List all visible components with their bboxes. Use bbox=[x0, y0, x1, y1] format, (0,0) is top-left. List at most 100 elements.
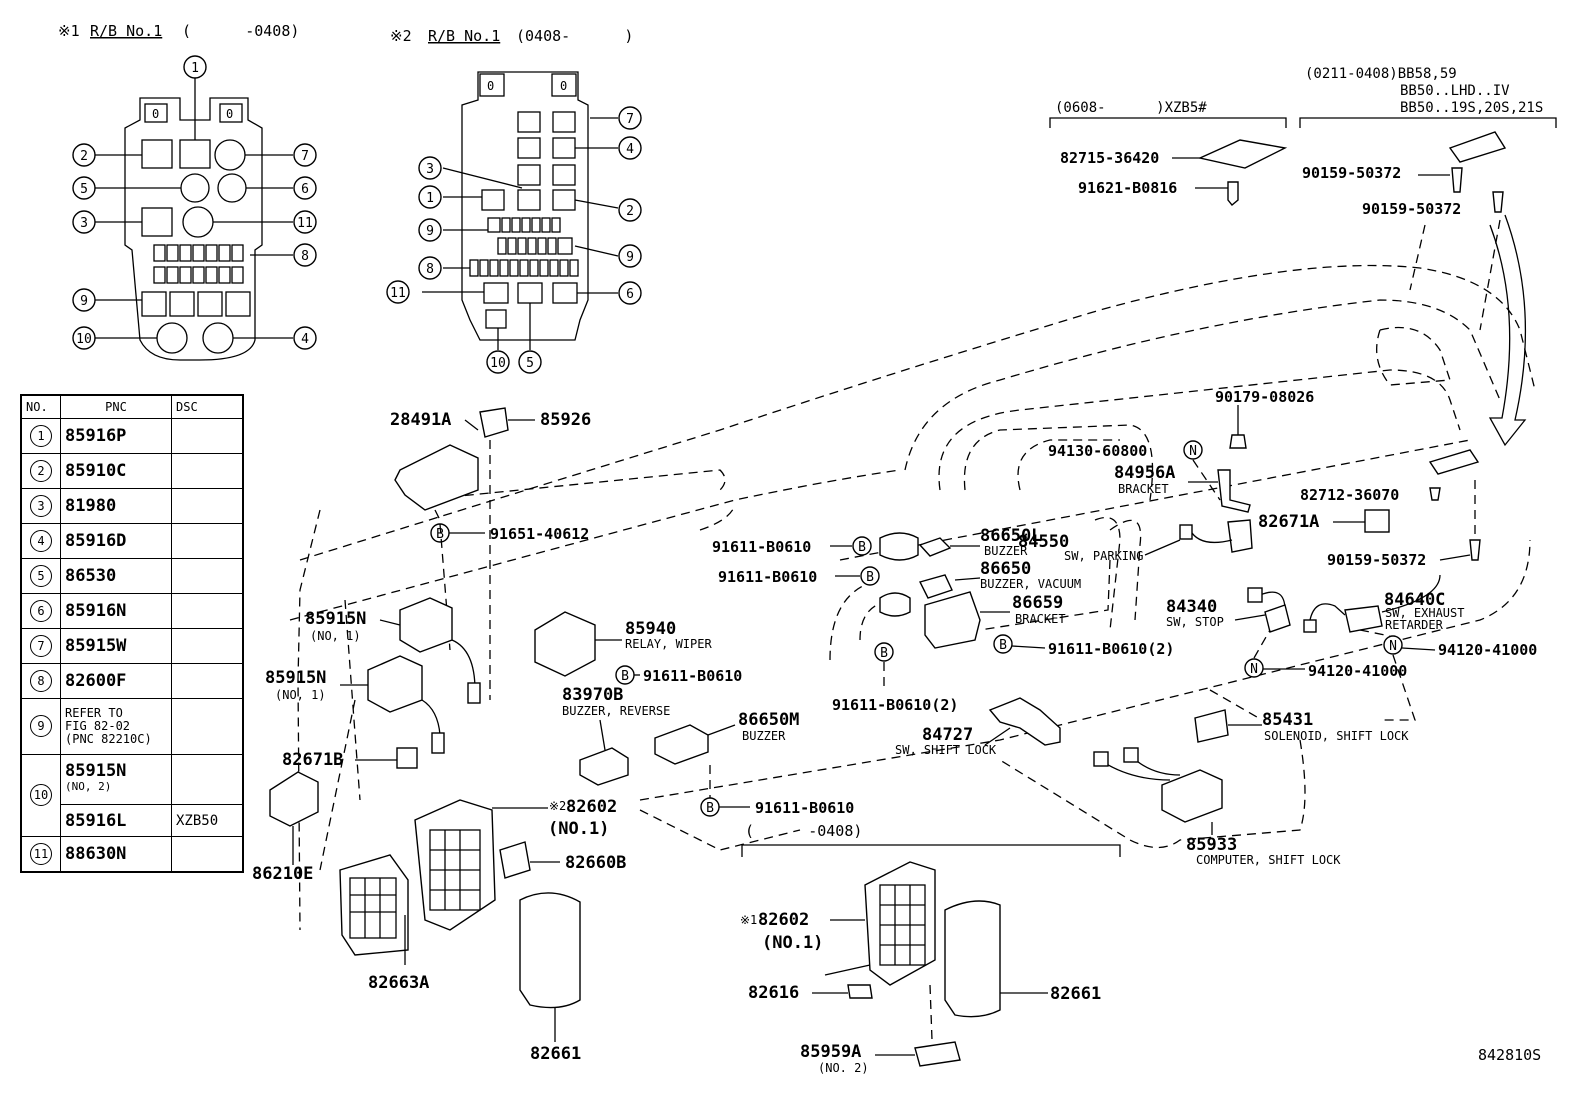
label-91611-e: 91611-B0610(2) bbox=[1048, 640, 1174, 658]
switch-84550 bbox=[1227, 519, 1253, 553]
label-84550: 84550 bbox=[1018, 532, 1069, 552]
row-number: 10 bbox=[30, 784, 52, 807]
part-86210E bbox=[269, 771, 319, 827]
col-no: NO. bbox=[21, 395, 61, 419]
label-90159-c: 90159-50372 bbox=[1327, 551, 1426, 569]
switch-84340 bbox=[1264, 604, 1291, 633]
marker-b-91611-d-letter: B bbox=[866, 570, 874, 585]
label-94120-a: 94120-41000 bbox=[1438, 641, 1537, 659]
label-85915N-b: 85915N bbox=[265, 668, 326, 688]
range-bb58: (0211-0408)BB58,59 bbox=[1305, 66, 1457, 82]
label-94130: 94130-60800 bbox=[1048, 442, 1147, 460]
table-row: 2 85910C bbox=[21, 452, 243, 489]
buzzer-86650L bbox=[879, 532, 919, 561]
cover-82661-b bbox=[944, 900, 1001, 1018]
part-82671A bbox=[1364, 509, 1390, 533]
marker-n-94120-b bbox=[1244, 658, 1264, 678]
marker-b-91651-letter: B bbox=[436, 527, 444, 542]
buzzer-86650 bbox=[879, 592, 911, 617]
row-dsc bbox=[171, 452, 243, 489]
label-91611-d: 91611-B0610 bbox=[718, 568, 817, 586]
label-91611-c: 91611-B0610 bbox=[712, 538, 811, 556]
table-row: 10 85915N (NO, 2) bbox=[21, 753, 243, 838]
marker-b-91611-f bbox=[874, 642, 894, 662]
label-86650: 86650 bbox=[980, 559, 1031, 579]
row-number: 4 bbox=[30, 529, 52, 552]
label-28491A: 28491A bbox=[390, 410, 451, 430]
col-dsc: DSC bbox=[171, 395, 243, 419]
table-row: 8 82600F bbox=[21, 662, 243, 699]
rb2-callout-6: 6 bbox=[626, 287, 634, 302]
part-82671B bbox=[396, 747, 418, 769]
label-84640C-desc1: SW, EXHAUST bbox=[1385, 606, 1464, 620]
row-dsc bbox=[171, 697, 243, 755]
bracket-upper-right bbox=[1448, 131, 1507, 163]
rb1-callout-5: 5 bbox=[80, 182, 88, 197]
label-84956A-desc: BRACKET bbox=[1118, 482, 1169, 496]
bracket-86659 bbox=[924, 591, 981, 649]
bolt-91621 bbox=[1227, 181, 1239, 206]
label-82660B: 82660B bbox=[565, 853, 626, 873]
label-90159-b: 90159-50372 bbox=[1362, 200, 1461, 218]
label-82616: 82616 bbox=[748, 983, 799, 1003]
switch-84727 bbox=[988, 697, 1061, 746]
row-pnc: 85916P bbox=[60, 418, 172, 454]
row-pnc: 85915W bbox=[60, 627, 172, 664]
rb2-callout-4: 4 bbox=[626, 142, 634, 157]
label-82602-no1: 82602 bbox=[758, 910, 809, 930]
label-83970B: 83970B bbox=[562, 685, 623, 705]
rb1-zero-right: 0 bbox=[226, 107, 233, 121]
label-82661-a: 82661 bbox=[530, 1044, 581, 1064]
label-85940: 85940 bbox=[625, 619, 676, 639]
label-85940-desc: RELAY, WIPER bbox=[625, 637, 712, 651]
connector-85933-a bbox=[1093, 751, 1109, 767]
label-83970B-desc: BUZZER, REVERSE bbox=[562, 704, 670, 718]
dashboard-outline bbox=[289, 264, 1536, 931]
connector-84640C bbox=[1303, 619, 1317, 633]
row-pnc: 82600F bbox=[60, 662, 172, 699]
range-bb50-lhd: BB50..LHD..IV bbox=[1400, 83, 1510, 99]
label-86659: 86659 bbox=[1012, 593, 1063, 613]
marker-b-91611-c bbox=[852, 536, 872, 556]
rb1-callout-4: 4 bbox=[301, 332, 309, 347]
junction-block-82602-no2 bbox=[414, 799, 496, 931]
row-pnc: 88630N bbox=[60, 836, 172, 872]
relay-85915N-a bbox=[399, 597, 453, 653]
rb2-callout-11: 11 bbox=[390, 286, 406, 301]
rb2-callout-1: 1 bbox=[426, 191, 434, 206]
row-pnc: 85916D bbox=[60, 522, 172, 559]
row-pnc: 86530 bbox=[60, 557, 172, 594]
marker-n-94130 bbox=[1183, 440, 1203, 460]
label-82602-no2: 82602 bbox=[566, 797, 617, 817]
label-82602-no1-sub: (NO.1) bbox=[762, 933, 823, 953]
label-86210E: 86210E bbox=[252, 864, 313, 884]
buzzer-86650M bbox=[654, 724, 709, 765]
marker-b-91611-e-letter: B bbox=[999, 638, 1007, 653]
table-row: 85916L XZB50 bbox=[22, 804, 243, 837]
row-pnc-line: FIG 82-02 bbox=[65, 718, 131, 733]
row-dsc bbox=[171, 836, 243, 872]
row-pnc-sub: (NO, 2) bbox=[65, 780, 112, 794]
marker-n-94120-a bbox=[1383, 635, 1403, 655]
label-82602-no2-mark: ※2 bbox=[549, 799, 566, 813]
label-84340: 84340 bbox=[1166, 597, 1217, 617]
label-85431: 85431 bbox=[1262, 710, 1313, 730]
row-number: 6 bbox=[30, 599, 52, 622]
rb1-callout-1: 1 bbox=[191, 61, 199, 76]
label-85915N-a-sub: (NO, 1) bbox=[310, 629, 361, 643]
rb1-callout-6: 6 bbox=[301, 182, 309, 197]
rb2-callout-10: 10 bbox=[490, 356, 506, 371]
bottom-range-bracket bbox=[741, 844, 1121, 857]
relay-85940 bbox=[534, 611, 596, 677]
row-dsc bbox=[171, 522, 243, 559]
table-header-row: NO. PNC DSC bbox=[21, 395, 243, 419]
range-brackets bbox=[1049, 117, 1557, 128]
label-91611-a: 91611-B0610 bbox=[643, 667, 742, 685]
label-82715: 82715-36420 bbox=[1060, 149, 1159, 167]
rb2-callouts: 7 4 3 2 1 9 9 8 11 6 10 5 bbox=[386, 106, 642, 374]
bolt-90179 bbox=[1229, 434, 1247, 449]
marker-b-91611-a-letter: B bbox=[621, 669, 629, 684]
row-pnc: 85916L bbox=[60, 804, 172, 837]
rb1-zero-left: 0 bbox=[152, 107, 159, 121]
